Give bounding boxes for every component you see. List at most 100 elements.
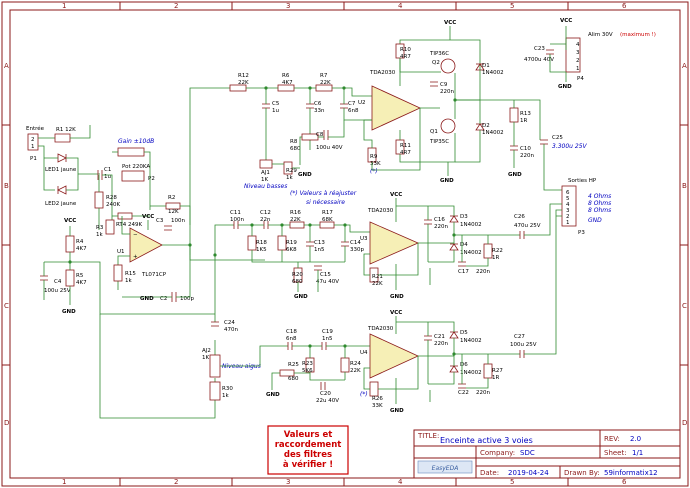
r9-label: R9 <box>370 154 378 160</box>
c3-label: C3 <box>156 218 164 224</box>
tda-u4: TDA2030 <box>367 326 394 332</box>
r2-label: R2 <box>168 195 175 201</box>
resistor-r18 <box>247 235 257 251</box>
r18-label: R18 <box>256 240 267 246</box>
p1-label: P1 <box>30 156 37 162</box>
c19-label: C19 <box>322 329 333 335</box>
diode-d6 <box>449 365 459 373</box>
c18-label: C18 <box>286 329 297 335</box>
c21-value: 220n <box>434 341 448 347</box>
r7-label: R7 <box>320 73 328 79</box>
svg-text:−: − <box>133 232 138 238</box>
col-label: 6 <box>622 478 627 486</box>
col-label: 1 <box>62 478 66 486</box>
d2-value: 1N4002 <box>482 130 504 136</box>
c16-label: C16 <box>434 217 445 223</box>
u1-label: U1 <box>117 249 125 255</box>
svg-text:2: 2 <box>576 58 580 64</box>
c26-label: C26 <box>514 214 525 220</box>
c23-label: C23 <box>534 46 545 52</box>
ohm-1: 4 Ohms <box>588 193 611 200</box>
input-stage: Entrée 2 1 P1 R1 12K LED1 jaune LED2 jau… <box>26 125 215 315</box>
row-label: D <box>682 419 687 427</box>
diode-d5 <box>449 331 459 339</box>
r16-label: R16 <box>290 210 301 216</box>
c10-label: C10 <box>520 146 531 152</box>
drawn-label: Drawn By: <box>564 469 600 477</box>
c22-label: C22 <box>458 390 469 396</box>
r24-value: 22K <box>350 368 361 374</box>
mid-stage: C11 100n C12 22n R16 22K R17 68K R18 1K5… <box>214 192 562 300</box>
r26-label: R26 <box>372 396 383 402</box>
p2-label: P2 <box>148 176 155 182</box>
led1-icon <box>57 153 67 163</box>
r22-value: 1R <box>492 255 499 261</box>
c9-label: C9 <box>440 82 448 88</box>
ohm-3: 8 Ohms <box>588 207 611 214</box>
gnd-treble: GND <box>266 392 280 398</box>
c14-value: 330p <box>350 247 364 253</box>
alim-max-note: (maximum !) <box>620 32 656 38</box>
vcc-u2: VCC <box>444 20 456 26</box>
row-label: D <box>4 419 9 427</box>
svg-text:3: 3 <box>576 50 580 56</box>
c26-value: 470u 25V <box>514 223 541 229</box>
power-connector-p4 <box>565 37 581 73</box>
vcc-u1: VCC <box>142 214 154 220</box>
r5-label: R5 <box>76 273 84 279</box>
svg-text:1: 1 <box>576 66 580 72</box>
treble-note: Niveau aigus <box>222 363 261 370</box>
trimmer-aj2 <box>209 354 221 378</box>
treble-stage: C24 470n AJ2 1K R30 1k Niveau aigus C18 … <box>99 209 562 419</box>
resistor-r4 <box>65 235 75 253</box>
vcc-divider: VCC <box>64 218 76 224</box>
r18-value: 1K5 <box>256 247 267 253</box>
drawn-value: 59informatix12 <box>604 469 658 477</box>
c24-label: C24 <box>224 320 235 326</box>
ohm-2: 8 Ohms <box>588 200 611 207</box>
r4-value: 4K7 <box>76 246 87 252</box>
resistor-r26 <box>369 381 379 397</box>
opamp-u1 <box>129 227 163 263</box>
led1-label: LED1 jaune <box>45 167 77 173</box>
r8-value: 680 <box>290 146 301 152</box>
col-label: 5 <box>510 478 514 486</box>
row-label: C <box>682 302 687 310</box>
diode-d4 <box>449 243 459 251</box>
date-value: 2019-04-24 <box>508 469 549 477</box>
r3-label: R3 <box>96 225 104 231</box>
c27-label: C27 <box>514 334 525 340</box>
d3-value: 1N4002 <box>460 222 482 228</box>
c21-label: C21 <box>434 334 445 340</box>
svg-text:1: 1 <box>566 220 570 226</box>
column-labels-top: 1 2 3 4 5 6 <box>62 2 627 10</box>
adjust-note: (*) Valeurs à réajuster <box>290 190 357 197</box>
c12-label: C12 <box>260 210 271 216</box>
r19-label: R19 <box>286 240 297 246</box>
r25-label: R25 <box>288 362 299 368</box>
r28-label: R28 <box>106 195 117 201</box>
alim-note: Alim 30V <box>588 32 613 38</box>
bass-note: Niveau basses <box>244 183 287 190</box>
row-label: C <box>4 302 9 310</box>
d4-value: 1N4002 <box>460 250 482 256</box>
c7-label: C7 <box>348 101 356 107</box>
d3-label: D3 <box>460 214 468 220</box>
r26-value: 33K <box>372 403 383 409</box>
c12-value: 22n <box>260 217 271 223</box>
q1-part: TIP35C <box>429 139 449 145</box>
r20-label: R20 <box>292 272 303 278</box>
c17-value: 220n <box>476 269 490 275</box>
q2-label: Q2 <box>432 60 440 66</box>
r25-value: 680 <box>288 376 299 382</box>
r28-value: 240K <box>106 202 120 208</box>
r15-value: 1k <box>125 278 132 284</box>
led2-label: LED2 jaune <box>45 201 77 207</box>
resistor-r30 <box>209 381 221 401</box>
c27-value: 100u 25V <box>510 342 537 348</box>
c15-label: C15 <box>320 272 331 278</box>
c3-value: 100n <box>171 218 185 224</box>
r29-value: 1k <box>286 175 293 181</box>
resistor-r13 <box>509 107 519 123</box>
